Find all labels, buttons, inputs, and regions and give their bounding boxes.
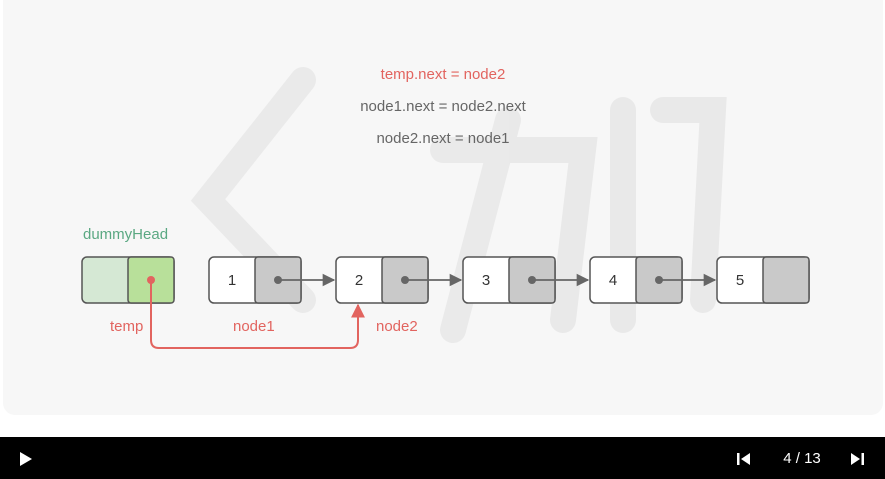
code-line-3: node2.next = node1: [376, 130, 510, 147]
skip-next-icon[interactable]: [846, 448, 868, 470]
list-node-1: 1: [208, 256, 336, 304]
list-node-3: 3: [462, 256, 590, 304]
node-value-text: 1: [228, 272, 236, 289]
visualization-stage: 1 2 3 4 5 temp.next = node2 node1.next = nod…: [3, 0, 883, 415]
node-pointer-cell: [762, 256, 810, 304]
linked-list-diagram: 1 2 3 4 5: [81, 67, 810, 349]
code-line-1: temp.next = node2: [380, 66, 506, 83]
play-icon[interactable]: [14, 448, 36, 470]
dummy-head-node: [81, 256, 175, 304]
node-value-text: 4: [609, 272, 617, 289]
code-line-2: node1.next = node2.next: [360, 98, 526, 115]
skip-previous-icon[interactable]: [733, 448, 755, 470]
node2-label: node2: [376, 318, 418, 335]
node-value-text: 3: [482, 272, 490, 289]
temp-label: temp: [110, 318, 144, 335]
dummy-head-label: dummyHead: [83, 226, 169, 243]
step-counter: 4 / 13: [783, 450, 821, 467]
list-node-5: 5: [716, 256, 810, 304]
node-value-text: 5: [736, 272, 744, 289]
node1-label: node1: [233, 318, 275, 335]
node-value-text: 2: [355, 272, 363, 289]
list-node-4: 4: [589, 256, 717, 304]
list-node-2: 2: [335, 256, 463, 304]
temp-next-arrow: [150, 280, 365, 349]
player-controls: 4 / 13: [0, 437, 885, 479]
